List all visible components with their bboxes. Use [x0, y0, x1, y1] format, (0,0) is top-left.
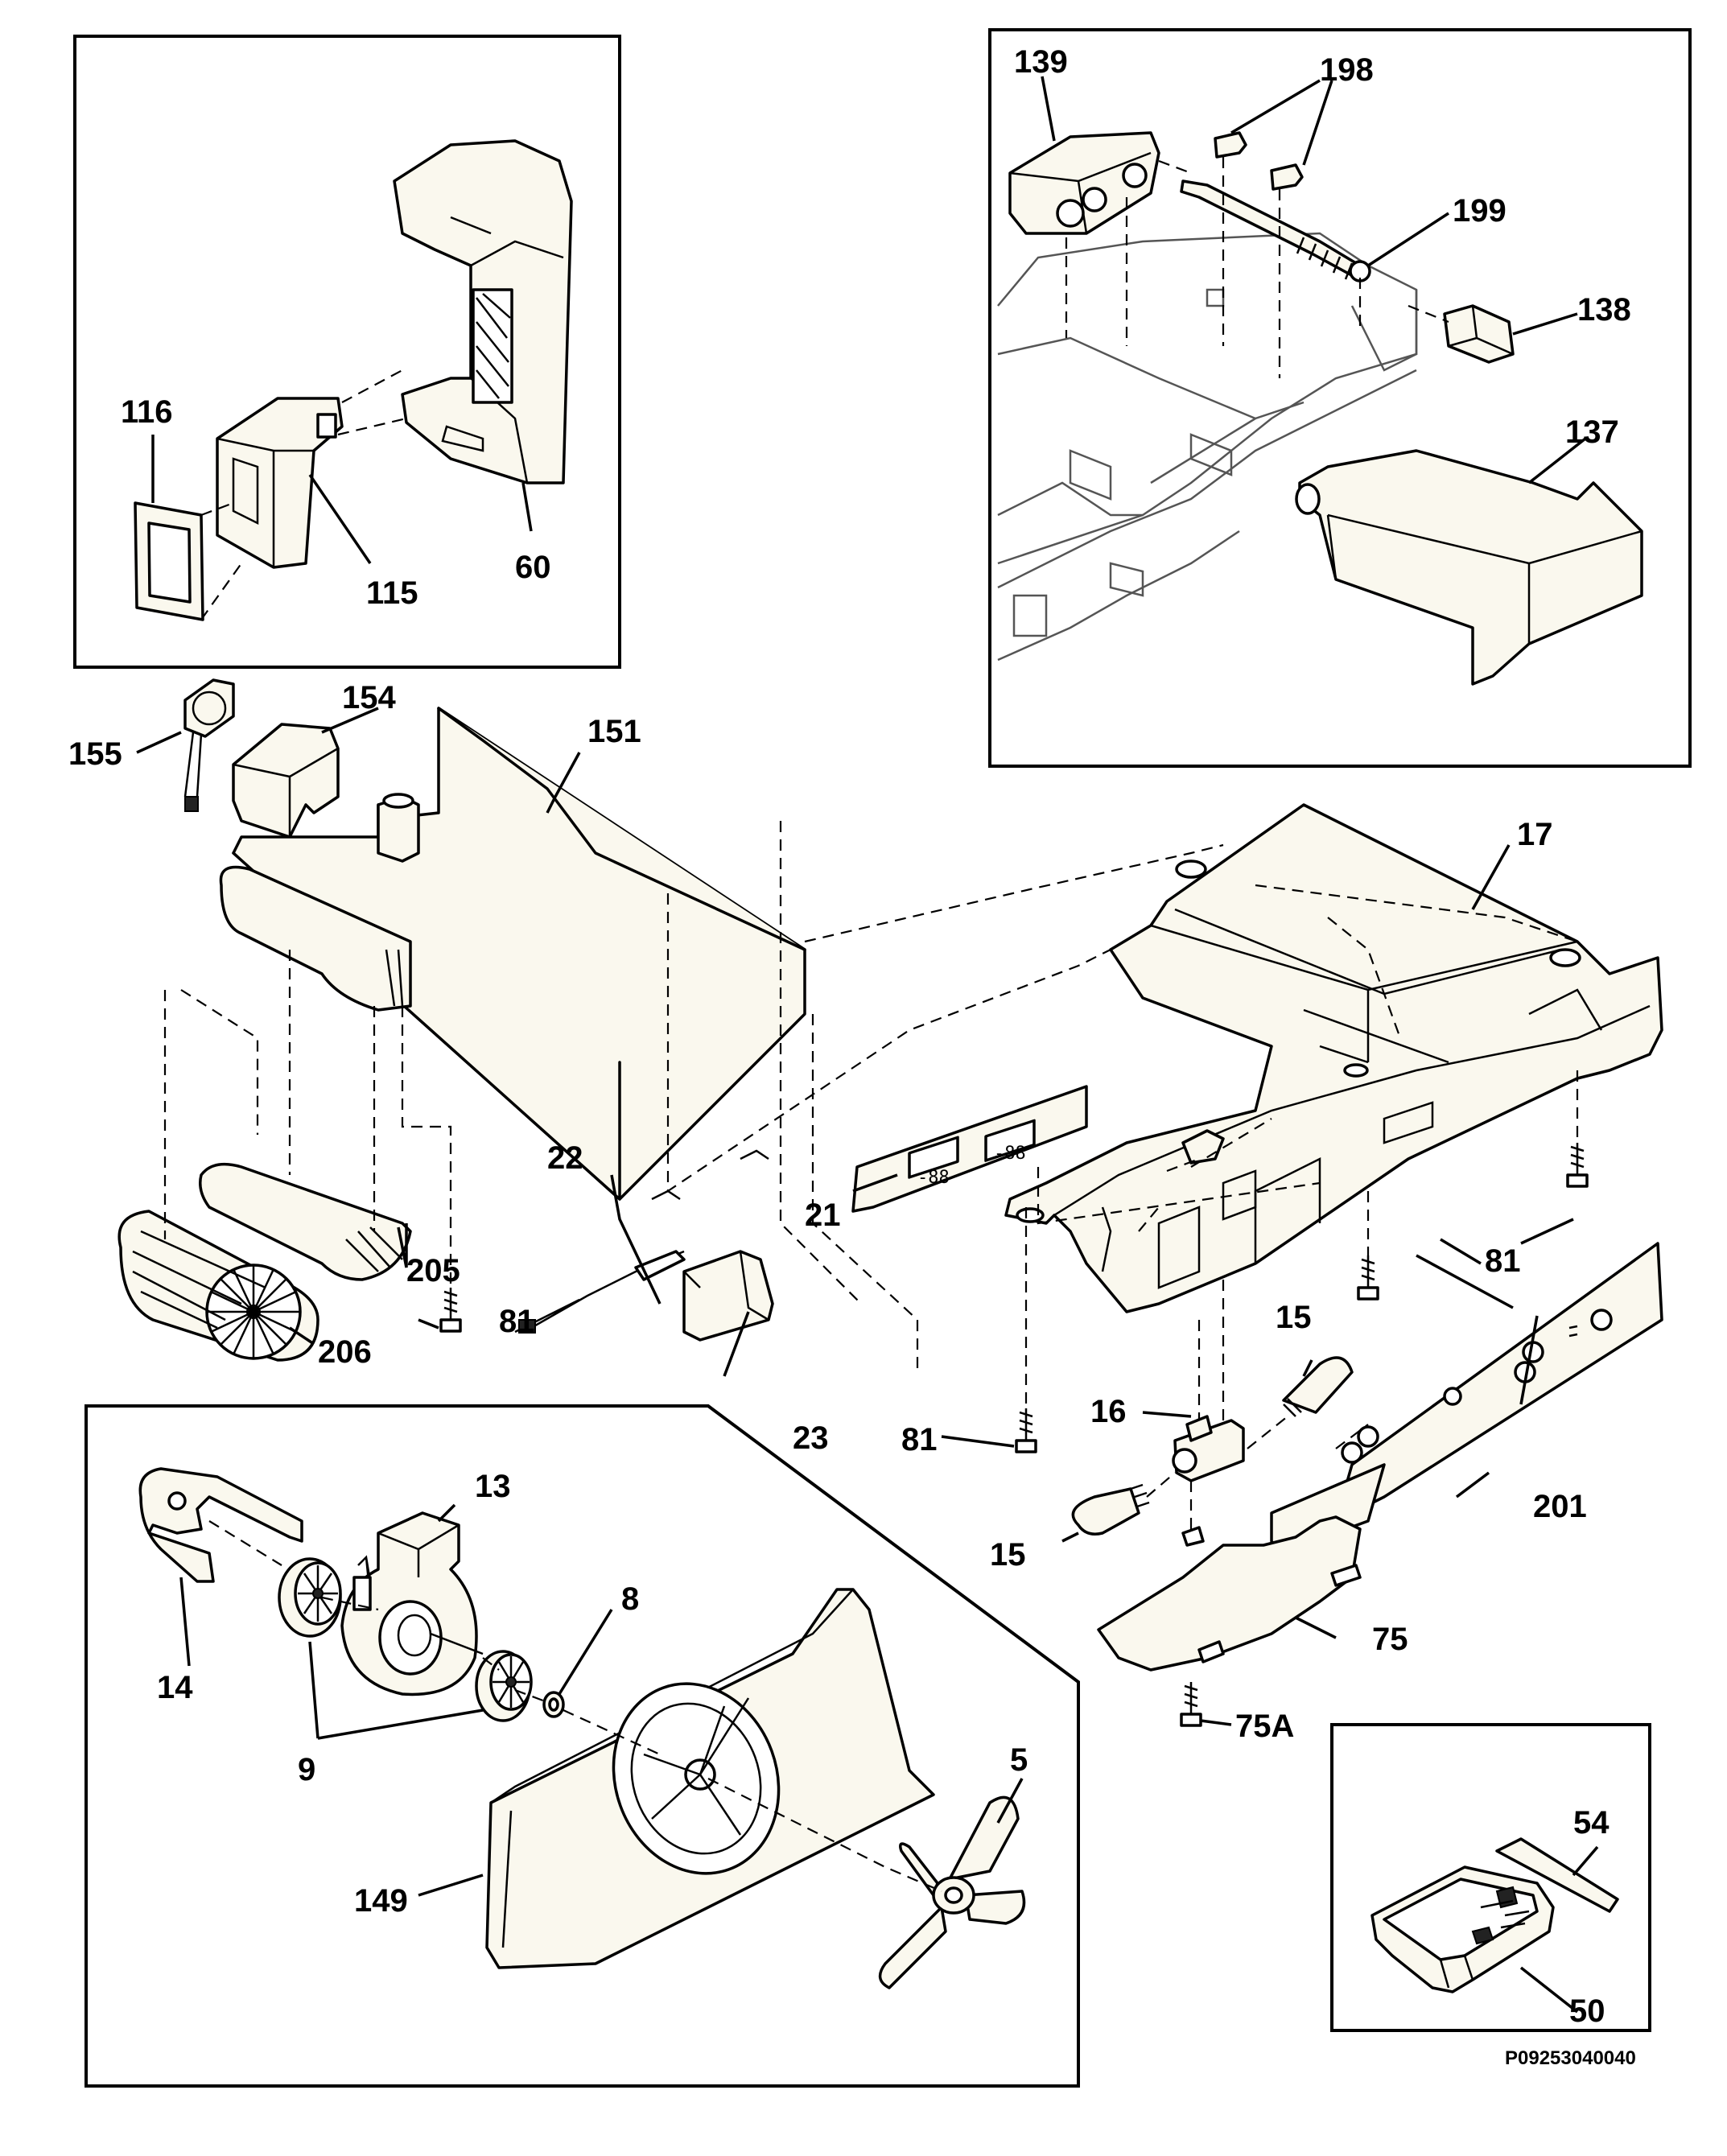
callout-198: 198 [1320, 52, 1374, 88]
part-155-fan [183, 678, 235, 812]
part-115-module [216, 397, 344, 569]
callout-155: 155 [68, 736, 122, 772]
part-81-screw-right [1357, 1255, 1379, 1301]
part-81-screw-left [439, 1288, 462, 1333]
callout-115: 115 [366, 575, 418, 611]
callout-81-left: 81 [499, 1304, 535, 1339]
part-206-blower-wheel [117, 1210, 319, 1362]
callout-23: 23 [793, 1420, 829, 1456]
part-17-dispenser-housing [1004, 803, 1663, 1313]
part-16-lamp-socket [1172, 1415, 1245, 1482]
part-198-clips [1214, 131, 1304, 191]
part-14-bracket [138, 1467, 303, 1583]
callout-75: 75 [1372, 1622, 1408, 1657]
callout-21: 21 [805, 1198, 841, 1233]
callout-81-middle: 81 [901, 1422, 938, 1457]
part-81-screw-far-right [1566, 1143, 1589, 1188]
callout-54: 54 [1573, 1805, 1610, 1841]
part-116-gasket [134, 501, 204, 621]
callout-22: 22 [547, 1140, 583, 1176]
part-199-rod [1180, 179, 1371, 282]
callout-8: 8 [621, 1581, 639, 1617]
inset-top-left-frame [73, 35, 621, 669]
callout-15-lower: 15 [990, 1537, 1026, 1573]
part-15-bulb-lower [1071, 1483, 1150, 1536]
callout-199: 199 [1453, 193, 1506, 229]
callout-15-upper: 15 [1276, 1300, 1312, 1335]
callout-201: 201 [1533, 1489, 1587, 1524]
inset-top-left: 116 115 60 [73, 35, 621, 669]
part-154-bracket [232, 723, 340, 839]
part-5-fan-blade [878, 1795, 1026, 1989]
callout-139: 139 [1014, 44, 1068, 80]
inset-bottom-right: 54 50 [1330, 1723, 1651, 2032]
callout-149: 149 [354, 1883, 408, 1919]
part-81-screw-middle [1015, 1408, 1037, 1453]
display-readout-right: -88 [994, 1144, 1026, 1164]
callout-17: 17 [1517, 817, 1553, 852]
ghost-housing [997, 232, 1418, 662]
callout-60: 60 [515, 550, 551, 585]
part-54-strip [1495, 1837, 1619, 1913]
callout-81-right: 81 [1485, 1243, 1521, 1279]
drawing-code: P09253040040 [1505, 2047, 1636, 2069]
callout-206: 206 [318, 1334, 372, 1370]
part-75-lamp-cover [1097, 1515, 1362, 1672]
part-15-bulb-upper [1282, 1356, 1354, 1417]
callout-116: 116 [121, 394, 173, 430]
part-137-housing [1295, 449, 1643, 686]
callout-205: 205 [406, 1253, 460, 1288]
part-23-cap [682, 1250, 774, 1342]
callout-5: 5 [1010, 1742, 1028, 1778]
part-149-shroud [485, 1588, 935, 1969]
part-cylinder-cover [219, 865, 412, 1012]
part-75A-screw [1180, 1682, 1202, 1727]
callout-13: 13 [475, 1469, 511, 1504]
part-60-housing [393, 139, 573, 484]
part-8-washer [542, 1691, 565, 1718]
callout-16: 16 [1090, 1394, 1127, 1429]
callout-138: 138 [1577, 292, 1631, 328]
part-9-wheel-right [475, 1650, 533, 1722]
callout-154: 154 [342, 680, 396, 715]
inset-bottom-left: 13 14 9 8 5 149 [84, 1404, 1080, 2088]
guide-lines-center [163, 821, 1579, 1529]
inset-top-right-frame [988, 28, 1692, 768]
callout-151: 151 [587, 714, 641, 749]
part-138-block [1443, 304, 1515, 364]
part-205-trough [199, 1162, 412, 1281]
inset-top-right: 139 198 199 138 137 [988, 28, 1692, 768]
inset-bottom-right-frame [1330, 1723, 1651, 2032]
callout-14: 14 [157, 1670, 193, 1705]
callout-50: 50 [1569, 1993, 1605, 2029]
inset-bottom-left-frame [84, 1404, 1080, 2088]
part-9-wheel-left [278, 1557, 342, 1638]
part-50-tray [1370, 1865, 1555, 1993]
part-201-trim-panel [1270, 1242, 1663, 1555]
part-21-display-board: -88 -88 [851, 1085, 1088, 1213]
display-readout-left: -88 [917, 1168, 950, 1188]
callout-9: 9 [298, 1752, 315, 1787]
callout-137: 137 [1565, 414, 1619, 450]
callout-75A: 75A [1235, 1709, 1294, 1744]
part-13-motor [340, 1511, 484, 1696]
part-22-sensor [514, 1250, 686, 1334]
part-139-valve [1008, 131, 1160, 235]
